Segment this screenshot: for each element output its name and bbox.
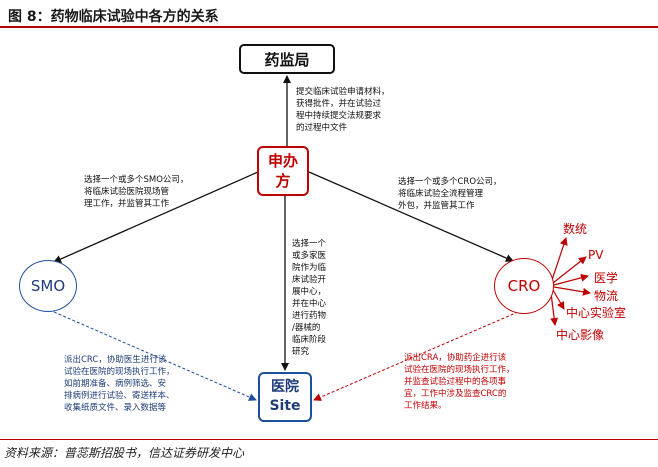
note-line: 并在中心 [292,299,327,309]
note-line: /器械的 [292,323,321,333]
note-line: 收集纸质文件、录入数据等 [64,403,167,413]
note-line: 并监查试验过程中的各项事 [404,377,507,387]
cro-service-4: 物流 [594,289,619,303]
node-smo: SMO [19,260,77,312]
note-sponsor-to-hospital: 选择一个 或多家医 院作为临 床试验开 展中心， 并在中心 进行药物 /器械的 … [292,238,326,358]
note-smo-to-hospital: 派出CRC，协助医生进行该 试验在医院的现场执行工作， 如前期准备、病例筛选、安… [64,354,175,414]
cro-service-5: 中心实验室 [566,306,627,320]
note-line: 试验在医院的现场执行工作， [64,367,175,377]
arrow-cro-service-4 [553,286,591,296]
note-line: 床试验开 [292,275,327,285]
arrow-smo-to-hospital [53,311,257,401]
note-line: 选择一个或多个SMO公司， [84,175,189,185]
node-sponsor: 申办 方 [257,146,309,196]
note-line: 展中心， [292,287,327,297]
node-hospital-line1: 医院 [271,379,299,395]
note-line: 将临床试验全流程管理 [398,189,484,199]
arrow-cro-service-2 [552,256,587,284]
source-note: 资料来源：普蕊斯招股书，信达证券研发中心 [4,446,245,460]
cro-service-2: PV [588,248,604,262]
note-line: 试验在医院的现场执行工作， [404,365,515,375]
note-line: 的过程中文件 [296,123,348,133]
note-line: 选择一个 [292,239,327,249]
note-line: 进行药物 [292,311,327,321]
note-cro-to-hospital: 派出CRA，协助药企进行该 试验在医院的现场执行工作， 并监查试验过程中的各项事… [404,352,515,412]
cro-service-6: 中心影像 [556,328,605,342]
note-line: 排病例进行试验、寄送样本、 [64,391,175,401]
note-line: 宜，工作中涉及监查CRC的 [404,389,507,399]
note-line: 选择一个或多个CRO公司， [398,177,502,187]
note-line: 外包，并监管其工作 [398,201,475,211]
arrow-sponsor-to-cro [308,171,514,262]
arrow-cro-service-1 [551,237,568,281]
note-line: 如前期准备、病例筛选、安 [64,379,167,389]
cro-service-3: 医学 [594,271,619,285]
arrow-cro-service-6 [550,292,559,326]
footer-rule [0,439,658,440]
arrow-cro-service-5 [552,289,565,310]
note-line: 临床阶段 [292,335,327,345]
title-rule [0,26,658,28]
cro-service-1: 数统 [563,222,588,236]
note-line: 研究 [292,347,310,357]
note-line: 院作为临 [292,263,327,273]
note-line: 或多家医 [292,251,327,261]
node-cro: CRO [494,258,554,314]
node-hospital-line2: Site [269,398,301,414]
note-line: 提交临床试验申请材料， [296,87,390,97]
note-line: 派出CRA，协助药企进行该 [404,353,507,363]
note-line: 获得批件，并在试验过 [296,99,382,109]
note-sponsor-to-regulator: 提交临床试验申请材料， 获得批件，并在试验过 程中持续提交法规要求 的过程中文件 [296,86,390,134]
arrow-cro-to-hospital [313,311,519,401]
node-hospital: 医院 Site [258,372,312,422]
node-sponsor-line1: 申办 [267,152,298,170]
node-regulator: 药监局 [239,44,335,74]
note-line: 程中持续提交法规要求 [296,111,382,121]
arrow-cro-service-3 [553,273,589,286]
note-line: 将临床试验医院现场管 [84,187,170,197]
note-line: 理工作，并监管其工作 [84,199,170,209]
note-line: 派出CRC，协助医生进行该 [64,355,167,365]
figure-title: 图 8：药物临床试验中各方的关系 [8,9,219,25]
note-line: 工作结果。 [404,401,447,411]
note-sponsor-to-smo: 选择一个或多个SMO公司， 将临床试验医院现场管 理工作，并监管其工作 [84,174,188,210]
arrow-sponsor-to-smo [53,171,259,263]
node-sponsor-line2: 方 [275,172,291,190]
note-sponsor-to-cro: 选择一个或多个CRO公司， 将临床试验全流程管理 外包，并监管其工作 [398,176,502,212]
